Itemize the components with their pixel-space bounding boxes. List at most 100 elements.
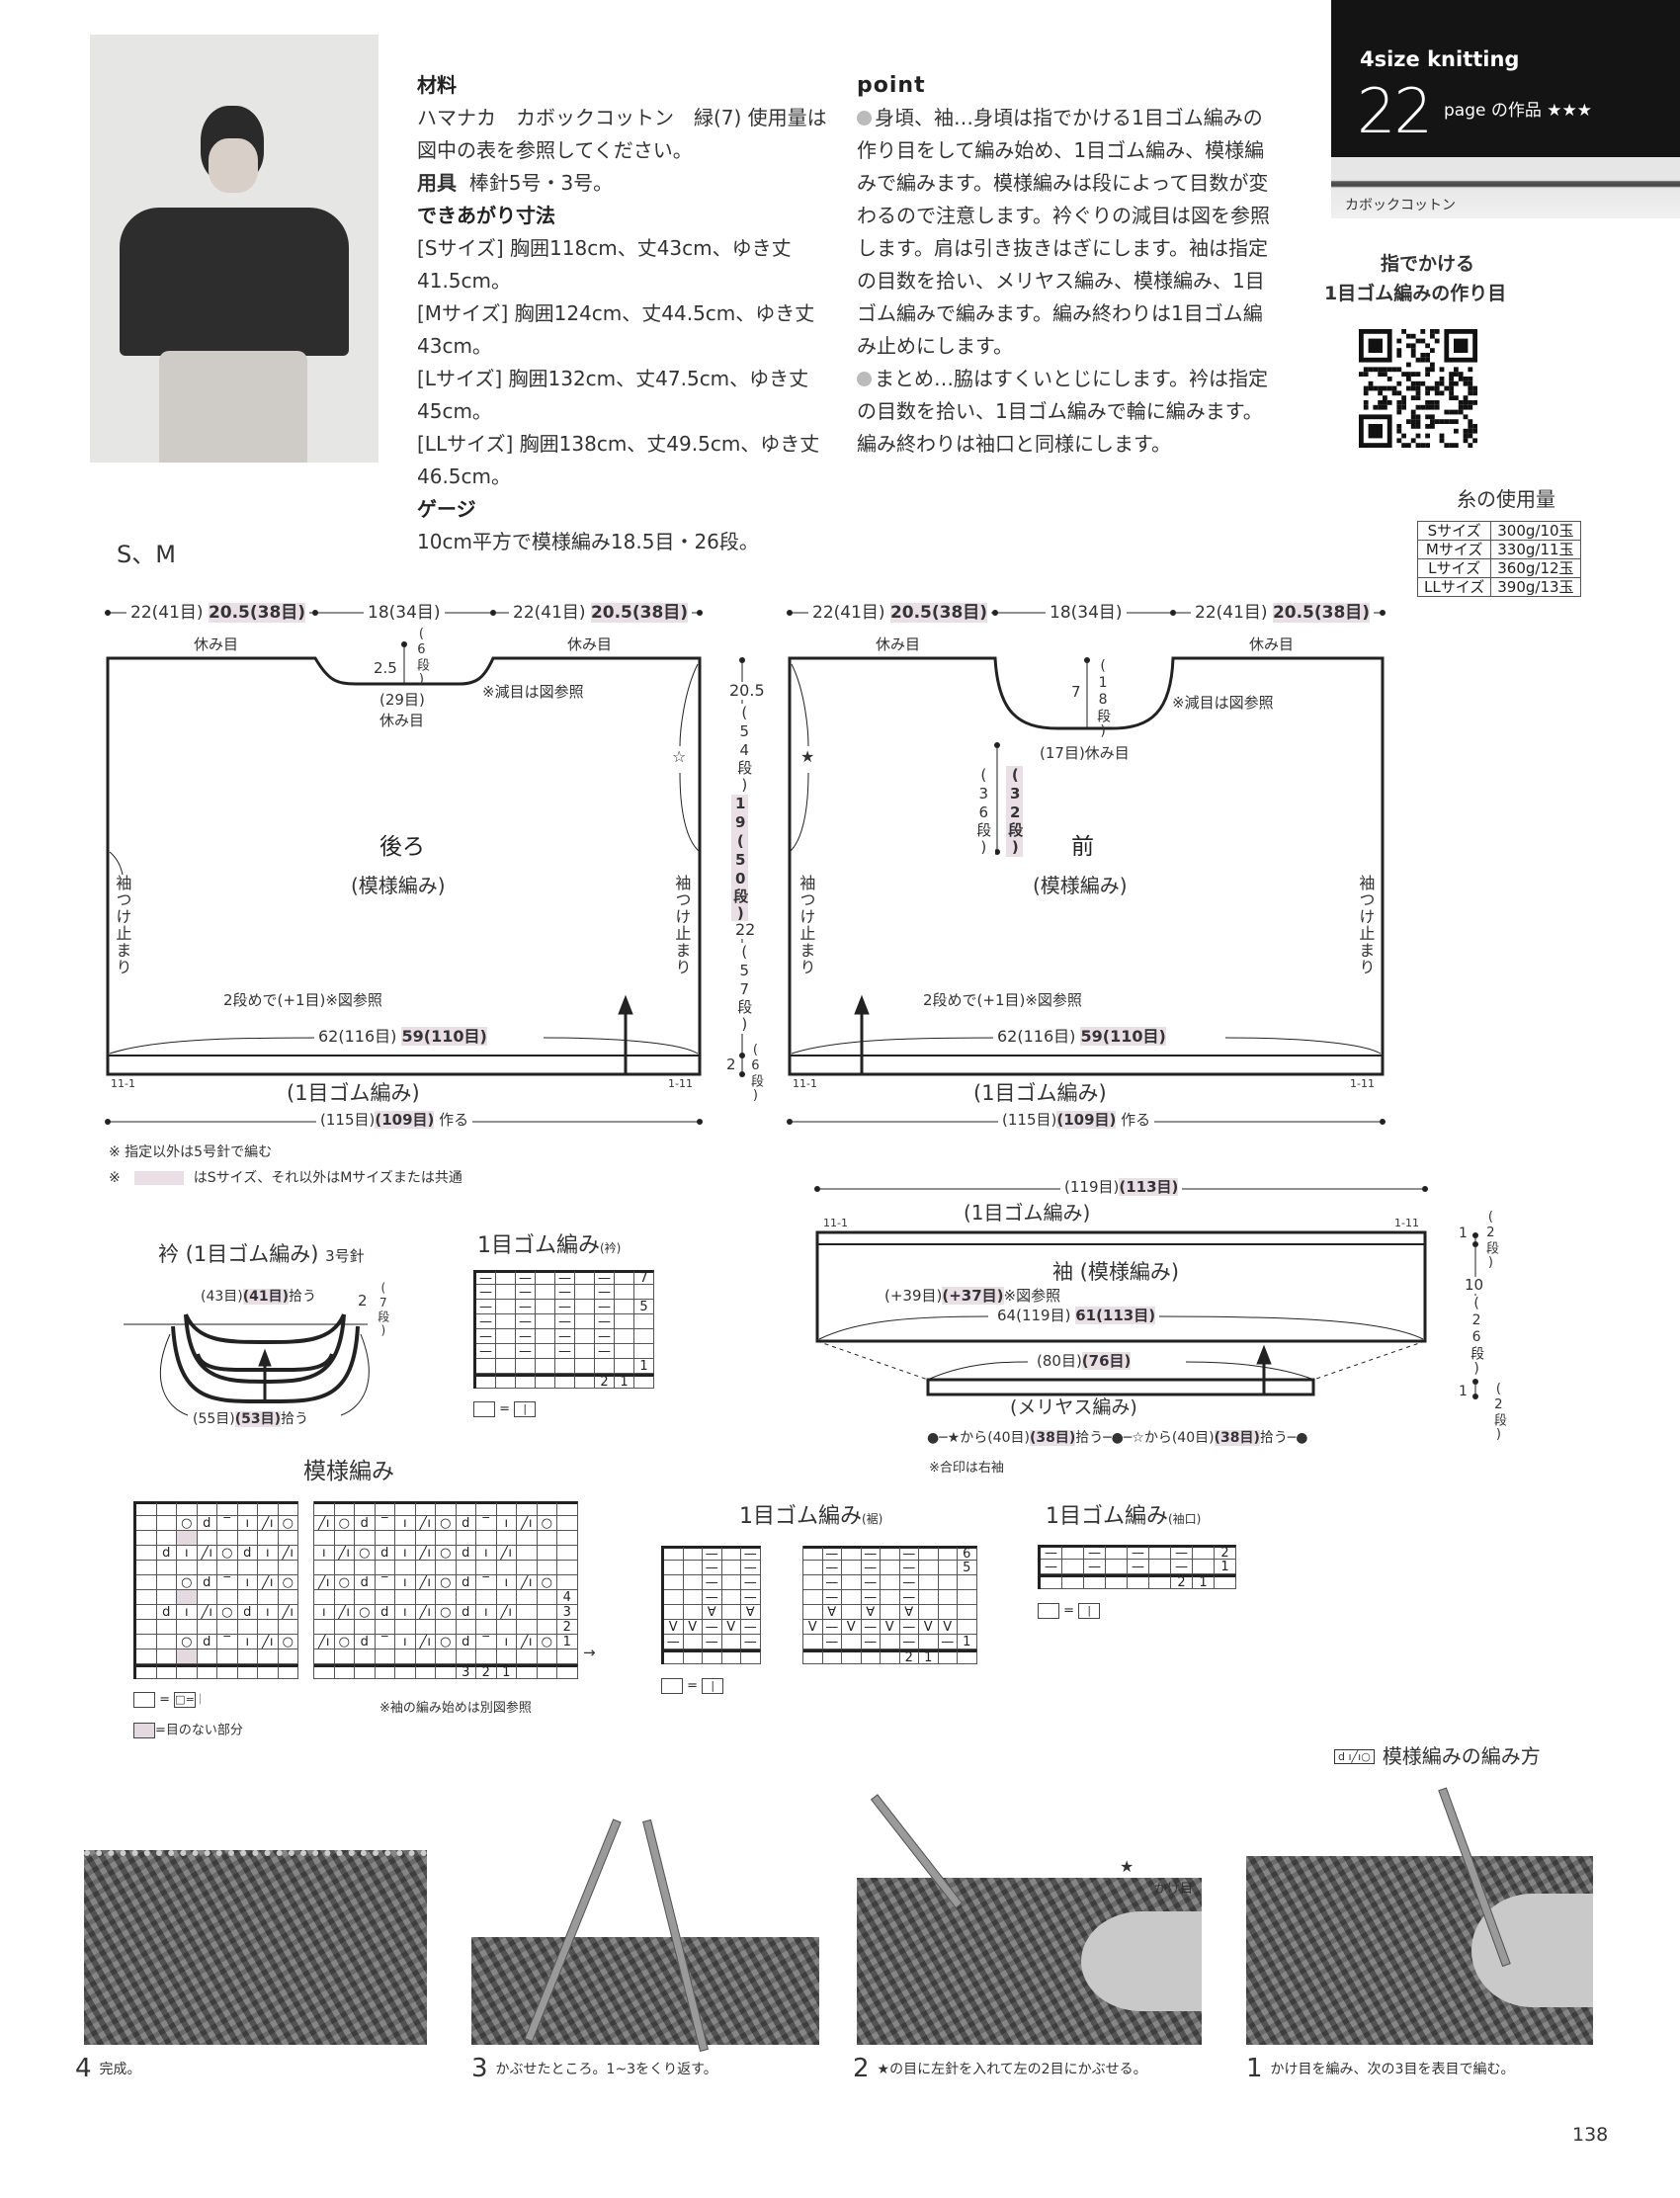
- chart-cell: 1: [919, 1649, 939, 1664]
- chart-cell: [703, 1649, 722, 1664]
- chart-cell: [237, 1561, 258, 1575]
- chart-cell: [415, 1561, 436, 1575]
- chart-cell: V: [881, 1620, 900, 1635]
- hem-rib-legend: = |: [661, 1678, 724, 1694]
- chart-cell: [237, 1501, 258, 1516]
- chart-cell: [278, 1531, 298, 1546]
- collar-title: 衿 (1目ゴム編み) 3号針: [158, 1242, 365, 1266]
- chart-cell: [476, 1359, 496, 1374]
- chart-cell: —: [595, 1270, 615, 1285]
- chart-cell: [375, 1501, 395, 1516]
- chart-cell: [1062, 1545, 1084, 1560]
- front-neck-rest: (17目)休み目: [1040, 744, 1130, 762]
- chart-cell: ı: [496, 1516, 517, 1531]
- chart-cell: [197, 1664, 217, 1679]
- size-heading: できあがり寸法: [417, 204, 555, 227]
- chart-cell: [938, 1546, 958, 1561]
- chart-cell: ‾: [217, 1635, 238, 1649]
- chart-cell: [938, 1575, 958, 1590]
- collar-rib-chart-title: 1目ゴム編み(衿): [477, 1233, 622, 1258]
- chart-cell: [436, 1590, 457, 1605]
- size-cell: LLサイズ: [1416, 577, 1492, 597]
- chart-cell: [683, 1649, 703, 1664]
- chart-cell: —: [741, 1635, 761, 1649]
- back-width-dim: 62(116目) 59(110目): [314, 1027, 491, 1047]
- chart-cell: —: [703, 1561, 722, 1575]
- collar-rib-legend: = |: [473, 1401, 537, 1417]
- chart-cell: ı: [476, 1546, 497, 1561]
- size-cell: Mサイズ: [1416, 540, 1492, 559]
- chart-cell: [517, 1546, 538, 1561]
- sleeve-base-dim: (80目)(76目): [1033, 1352, 1135, 1371]
- chart-cell: ╱ı: [314, 1516, 335, 1531]
- chart-cell: [615, 1359, 634, 1374]
- sleeve-width-dim: 64(119目) 61(113目): [993, 1307, 1160, 1325]
- chart-cell: 1: [1215, 1560, 1236, 1574]
- chart-cell: [217, 1501, 238, 1516]
- qr-code[interactable]: [1359, 329, 1477, 448]
- chart-cell: ı: [395, 1546, 416, 1561]
- chart-cell: 5: [958, 1561, 977, 1575]
- bullet-icon: [857, 372, 872, 386]
- chart-cell: [278, 1620, 298, 1635]
- chart-cell: d: [156, 1605, 177, 1620]
- front-stitch: (模様編み): [1033, 874, 1128, 897]
- chart-cell: [375, 1620, 395, 1635]
- chart-cell: [537, 1590, 557, 1605]
- chart-cell: [1149, 1545, 1171, 1560]
- point-section: point 身頃、袖…身頃は指でかける1目ゴム編みの作り目をして編み始め、1目ゴ…: [857, 69, 1272, 461]
- chart-cell: [536, 1314, 555, 1329]
- chart-cell: ○: [436, 1635, 457, 1649]
- front-rest-right: 休み目: [1249, 635, 1295, 653]
- sleeve-rib-mark-left: 11-1: [823, 1217, 848, 1229]
- chart-cell: ○: [537, 1516, 557, 1531]
- chart-cell: —: [555, 1270, 575, 1285]
- back-neck-stitches: (29目): [379, 691, 425, 709]
- cuff-rib-chart-title: 1目ゴム編み(袖口): [1046, 1504, 1202, 1529]
- back-sleeve-stop-right: 袖つけ止まり: [672, 875, 692, 975]
- chart-cell: [881, 1649, 900, 1664]
- yarn-sample-band: カボックコットン: [1331, 157, 1680, 218]
- chart-cell: [415, 1649, 436, 1664]
- body-rows: (57段): [731, 943, 757, 1034]
- chart-cell: [334, 1501, 355, 1516]
- chart-cell: —: [861, 1590, 881, 1605]
- chart-cell: d: [156, 1546, 177, 1561]
- chart-cell: —: [1128, 1560, 1149, 1574]
- sleeve-base-stitch: (メリヤス編み): [1010, 1396, 1137, 1418]
- chart-cell: [842, 1649, 862, 1664]
- chart-cell: [496, 1531, 517, 1546]
- size-group-label: S、M: [117, 541, 176, 568]
- chart-cell: ı: [177, 1546, 198, 1561]
- chart-cell: [842, 1590, 862, 1605]
- chart-cell: 7: [634, 1270, 654, 1285]
- chart-cell: [803, 1546, 823, 1561]
- back-decrease-note: ※減目は図参照: [482, 683, 584, 701]
- chart-cell: ╱ı: [517, 1635, 538, 1649]
- chart-cell: [919, 1561, 939, 1575]
- chart-cell: [177, 1501, 198, 1516]
- chart-cell: [334, 1531, 355, 1546]
- chart-cell: [1106, 1574, 1128, 1589]
- chart-cell: d: [456, 1605, 476, 1620]
- chart-cell: ı: [314, 1546, 335, 1561]
- chart-cell: [517, 1620, 538, 1635]
- sleeve-body-rows: (26段): [1465, 1296, 1489, 1378]
- chart-cell: [958, 1649, 977, 1664]
- chart-cell: [683, 1635, 703, 1649]
- chart-cell: [517, 1664, 538, 1679]
- back-neck-rows: (6段): [413, 627, 429, 688]
- front-width-dim: 62(116目) 59(110目): [993, 1027, 1170, 1047]
- chart-cell: [555, 1359, 575, 1374]
- chart-cell: ╱ı: [334, 1546, 355, 1561]
- chart-cell: [919, 1590, 939, 1605]
- chart-cell: [395, 1649, 416, 1664]
- chart-cell: [537, 1561, 557, 1575]
- chart-cell: ‾: [476, 1575, 497, 1590]
- chart-cell: ○: [278, 1635, 298, 1649]
- chart-cell: [938, 1605, 958, 1620]
- chart-cell: ╱ı: [314, 1635, 335, 1649]
